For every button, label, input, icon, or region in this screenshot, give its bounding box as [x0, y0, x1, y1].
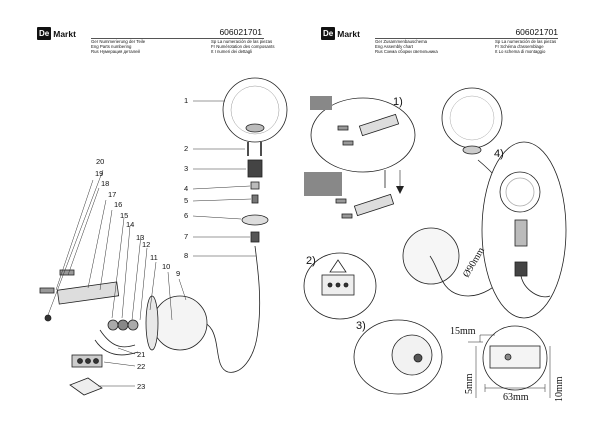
header-line-eng: Eng Assembly chart: [375, 44, 413, 49]
step-label-2: 2): [306, 255, 316, 267]
header-line-fr: Fr Schéma d'assemblage: [495, 44, 544, 49]
part-number-9: 9: [176, 269, 180, 278]
dimension-width-a: 15mm: [450, 326, 476, 337]
part-number-23: 23: [137, 382, 145, 391]
header-rule: [91, 38, 264, 39]
exploded-parts-drawing: 1 2 3 4 5 6 7 8 9 10 11 12 13 14 15 16 1…: [39, 77, 288, 396]
header-line-fr: Fr Numérotation des composants: [211, 44, 275, 49]
brand-logo-box: De: [37, 27, 52, 40]
article-code: 606021701: [219, 27, 262, 37]
step-label-3: 3): [356, 320, 366, 332]
header-line-rus: Rus Схема сборки светильника: [375, 49, 438, 54]
globe-shade-drawing: [441, 87, 503, 149]
header-translations: Ger Zusammenbauschema Sp La numeración de…: [375, 39, 556, 54]
part-number-2: 2: [184, 144, 188, 153]
mounted-base-disc-drawing: [402, 227, 460, 285]
header-line-ger: Ger Nummerierung der Teile: [91, 39, 146, 44]
brand-logo: De Markt: [321, 27, 360, 40]
step-label-4: 4): [494, 148, 504, 160]
header-line-eng: Eng Parts numbering: [91, 44, 132, 49]
part-number-12: 12: [142, 240, 150, 249]
dimension-width-b: 63mm: [503, 392, 529, 403]
step4-bulb-drawing: [514, 219, 528, 247]
part-number-14: 14: [126, 220, 134, 229]
header-line-sp: Sp La numeración de las piezas: [211, 39, 273, 44]
shade-neck-drawing: [245, 123, 265, 133]
part-number-1: 1: [184, 96, 188, 105]
part-number-7: 7: [184, 232, 188, 241]
brand-logo: De Markt: [37, 27, 76, 40]
header-line-ger: Ger Zusammenbauschema: [375, 39, 428, 44]
step-label-1: 1): [393, 96, 403, 108]
part-number-18: 18: [101, 179, 109, 188]
wall-base-disc-drawing: [152, 295, 208, 351]
part-number-13: 13: [136, 233, 144, 242]
dimension-diameter: Ø90mm: [461, 245, 487, 279]
part-number-6: 6: [184, 211, 188, 220]
part-number-19: 19: [95, 169, 103, 178]
header-line-rus: Rus Нумерация деталей: [91, 49, 140, 54]
brand-logo-box: De: [321, 27, 336, 40]
header-rule: [375, 38, 558, 39]
part-number-17: 17: [108, 190, 116, 199]
part-number-10: 10: [162, 262, 170, 271]
part-number-5: 5: [184, 196, 188, 205]
part-number-22: 22: [137, 362, 145, 371]
part-number-15: 15: [120, 211, 128, 220]
ring-shade-drawing: [222, 77, 288, 143]
assembly-chart-page: De Markt 606021701 Ger Zusammenbauschema…: [300, 0, 600, 424]
dimension-height-a: 5mm: [464, 373, 475, 394]
mounting-bracket-drawing: [353, 193, 395, 217]
header-line-sp: Sp La numeración de las piezas: [495, 39, 557, 44]
assembly-drawing: 1) 2) 3) 4) Ø90mm 15mm 5mm 63mm 10mm: [303, 87, 567, 403]
wall-hatch-drawing: [304, 172, 342, 196]
part-number-3: 3: [184, 164, 188, 173]
instruction-card-drawing: [69, 377, 103, 396]
part-number-8: 8: [184, 251, 188, 260]
part-number-11: 11: [150, 253, 158, 262]
mounting-bracket-drawing: [56, 281, 120, 305]
part-number-20: 20: [96, 157, 104, 166]
brand-logo-text: Markt: [53, 28, 76, 39]
part-number-21: 21: [137, 350, 145, 359]
header-line-it: It Lo schema di montaggio: [495, 49, 546, 54]
lamp-socket-drawing: [247, 159, 263, 178]
part-number-16: 16: [114, 200, 122, 209]
cap-drawing: [241, 214, 269, 226]
part-number-4: 4: [184, 184, 188, 193]
step1-bracket-drawing: [358, 113, 400, 137]
article-code: 606021701: [515, 27, 558, 37]
parts-numbering-page: De Markt 606021701 Ger Nummerierung der …: [37, 27, 288, 396]
header-translations: Ger Nummerierung der Teile Sp La numeraci…: [91, 39, 275, 54]
brand-logo-text: Markt: [337, 28, 360, 39]
dimension-height-b: 10mm: [554, 376, 565, 402]
header-line-it: It I numeri dei dettagli: [211, 49, 253, 54]
